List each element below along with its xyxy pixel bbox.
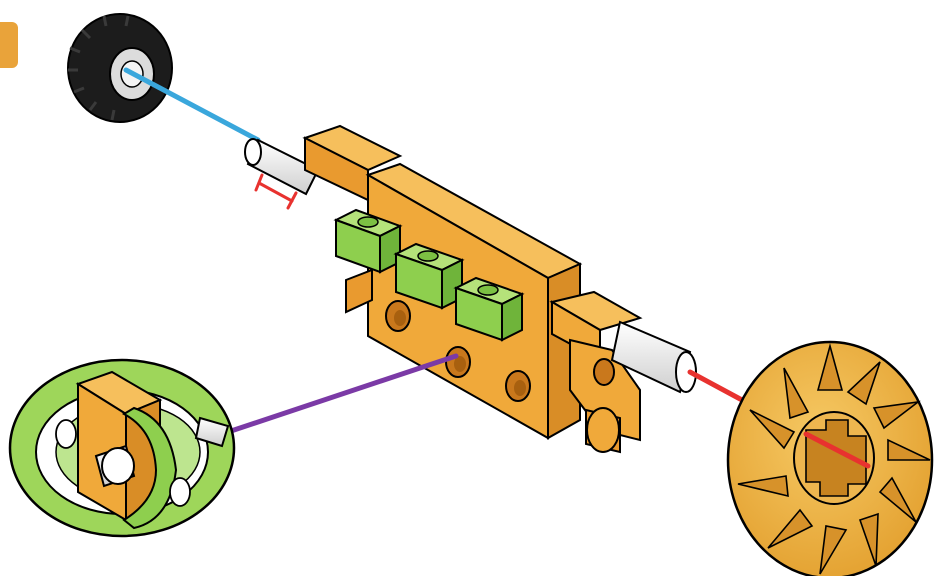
guide-line-red (687, 369, 745, 403)
guide-line-red-through (803, 431, 871, 469)
short-axle-icon (244, 138, 320, 196)
square-peg-icon (333, 208, 525, 342)
guide-line-purple (225, 353, 459, 435)
long-axle-icon (610, 320, 697, 394)
slotted-disc-icon (726, 340, 934, 576)
oval-crank-link-icon (8, 358, 236, 538)
guide-line-blue (123, 67, 261, 143)
gap-marker (254, 173, 298, 210)
step-badge (0, 22, 18, 68)
tire-wheel-icon (67, 13, 173, 123)
side-bracket (549, 290, 643, 454)
